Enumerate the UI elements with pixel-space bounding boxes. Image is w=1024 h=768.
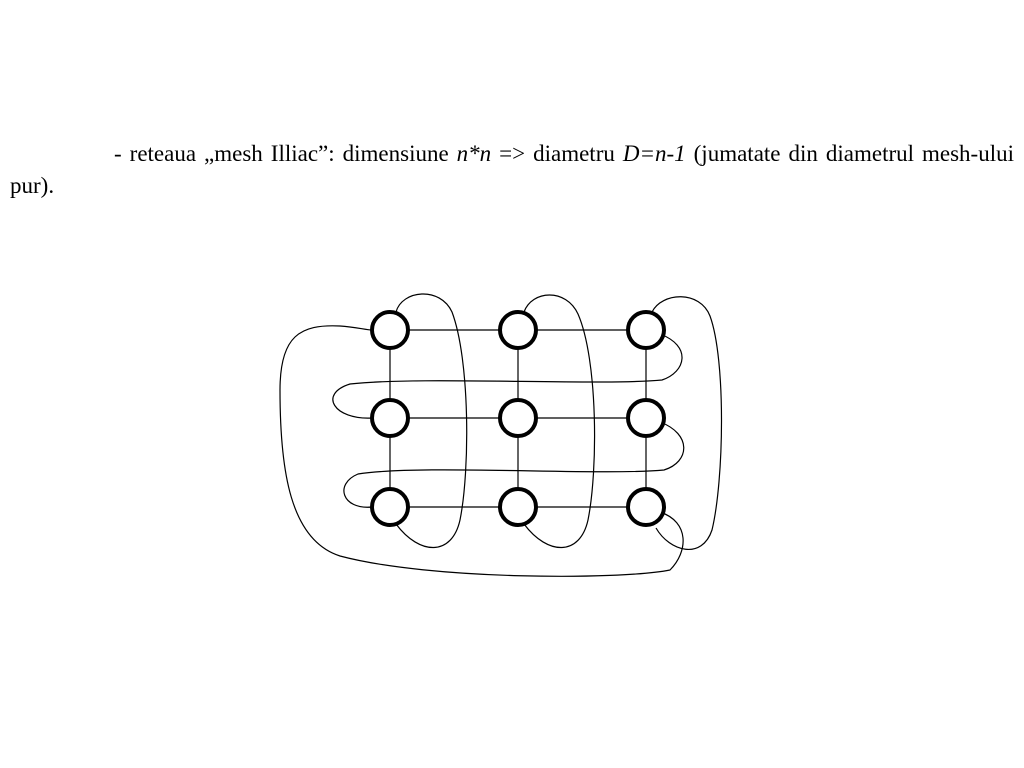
node-r1-c3: [626, 310, 666, 350]
node-r2-c1: [370, 398, 410, 438]
node-r2-c2: [498, 398, 538, 438]
text-prefix: - reteaua „mesh Illiac”: dimensiune: [114, 141, 457, 166]
wrap-link-row2-to-row3: [343, 421, 685, 508]
wrap-link-row3-to-row1: [279, 325, 684, 577]
node-r3-c3: [626, 487, 666, 527]
text-arrow-diameter: => diametru: [491, 141, 623, 166]
node-r1-c2: [498, 310, 538, 350]
wrap-link-col-3: [651, 296, 723, 550]
text-suffix: (jumatate din diametrul mesh-ului pur).: [10, 141, 1014, 198]
node-r2-c3: [626, 398, 666, 438]
mesh-size-expression: n*n: [456, 141, 492, 166]
wraparound-links: [279, 293, 723, 577]
wrap-link-col-2: [523, 294, 596, 549]
node-r1-c1: [370, 310, 410, 350]
wrap-link-col-1: [395, 293, 468, 549]
description-paragraph: - reteaua „mesh Illiac”: dimensiune n*n …: [10, 138, 1014, 202]
node-r3-c1: [370, 487, 410, 527]
wrap-link-row1-to-row2: [332, 333, 683, 419]
node-r3-c2: [498, 487, 538, 527]
mesh-nodes: [370, 310, 666, 527]
diameter-expression: D=n-1: [622, 141, 686, 166]
